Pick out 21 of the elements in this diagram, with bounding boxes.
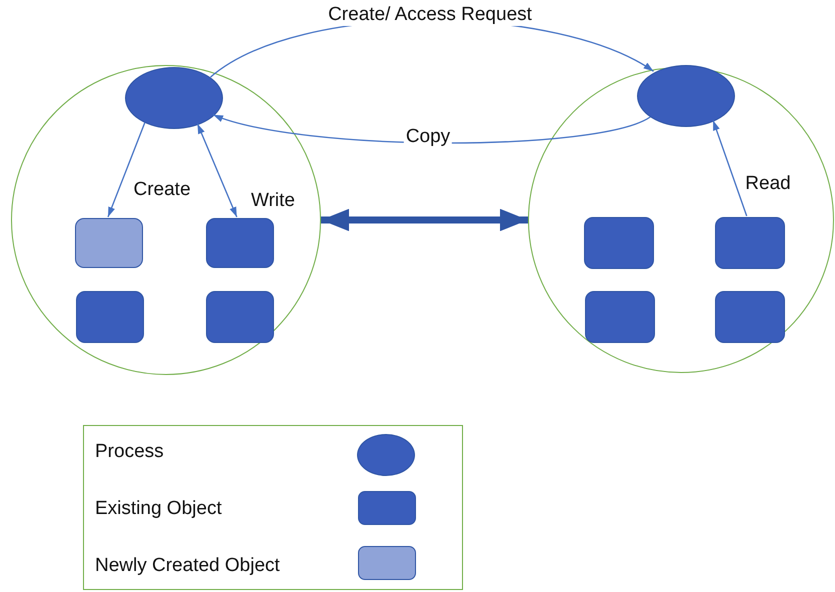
object-box (715, 217, 785, 269)
object-box (206, 218, 274, 268)
edge-label: Create/ Access Request (326, 4, 534, 26)
process-ellipse (125, 67, 223, 129)
object-box (76, 291, 144, 343)
object-box (585, 291, 655, 343)
double-arrow (321, 208, 528, 232)
arrow (712, 120, 748, 216)
object-box (584, 217, 654, 269)
legend-label: Newly Created Object (95, 555, 280, 577)
container-circle (528, 67, 834, 373)
arrow (107, 122, 146, 218)
legend-label: Existing Object (95, 498, 222, 520)
arrow (212, 114, 651, 144)
object-box (206, 291, 274, 343)
container-circle (11, 65, 321, 375)
object-box (75, 218, 143, 268)
arrow (196, 124, 238, 218)
edge-label: Copy (404, 126, 452, 148)
legend-label: Process (95, 441, 164, 463)
object-box (715, 291, 785, 343)
